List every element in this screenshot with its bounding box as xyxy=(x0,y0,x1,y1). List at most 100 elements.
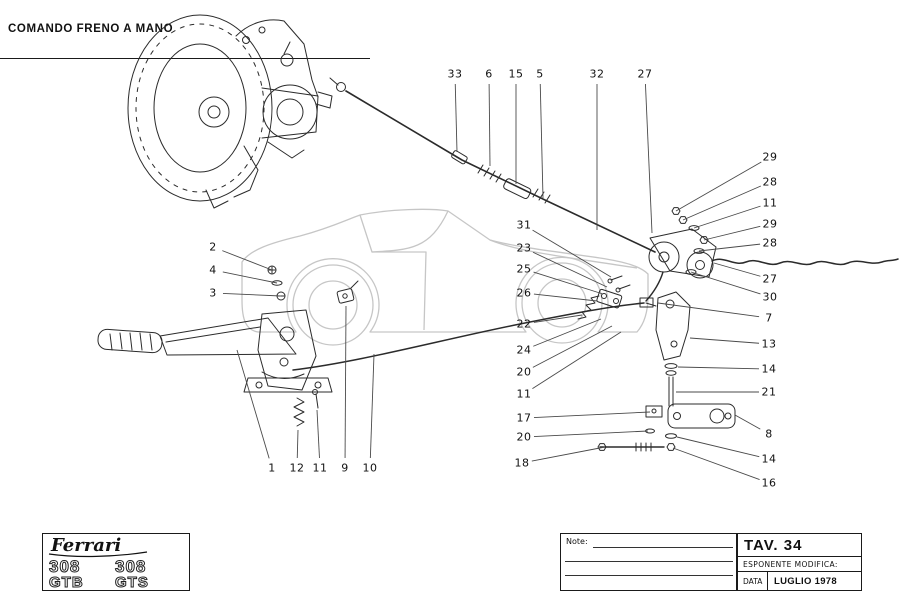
part-callout-25: 25 xyxy=(516,262,532,276)
leader-line-18 xyxy=(531,446,606,462)
part-callout-22: 22 xyxy=(516,317,532,331)
part-callout-15: 15 xyxy=(508,67,524,81)
plate-number: TAV. 34 xyxy=(744,536,803,554)
part-callout-26: 26 xyxy=(516,286,532,300)
pulley-bracket-drawing xyxy=(648,207,717,279)
note-rule-line xyxy=(565,575,733,576)
part-callout-9: 9 xyxy=(341,461,349,475)
leader-line-11 xyxy=(532,331,622,389)
leader-line-11 xyxy=(693,205,761,229)
part-callout-30: 30 xyxy=(762,290,778,304)
date-row: DATA LUGLIO 1978 xyxy=(738,572,861,590)
part-callout-29: 29 xyxy=(762,217,778,231)
part-callout-4: 4 xyxy=(209,263,217,277)
leader-line-20 xyxy=(533,430,649,437)
leader-line-11 xyxy=(316,409,320,459)
part-callout-28: 28 xyxy=(762,236,778,250)
leader-line-12 xyxy=(296,429,299,459)
revision-label: ESPONENTE MODIFICA: xyxy=(743,559,838,569)
part-callout-14: 14 xyxy=(761,452,777,466)
part-callout-6: 6 xyxy=(485,67,493,81)
leader-line-30 xyxy=(690,271,761,295)
part-callout-20: 20 xyxy=(516,430,532,444)
ferrari-script-logo: Ferrari xyxy=(50,535,121,556)
leader-line-17 xyxy=(533,411,651,418)
part-callout-11: 11 xyxy=(312,461,328,475)
plate-info-cell: TAV. 34 ESPONENTE MODIFICA: DATA LUGLIO … xyxy=(737,533,862,591)
note-cell: Note: xyxy=(560,533,737,591)
part-callout-7: 7 xyxy=(765,311,773,325)
date-value: LUGLIO 1978 xyxy=(774,575,837,587)
leader-line-25 xyxy=(533,271,604,295)
handbrake-lever-drawing xyxy=(97,265,359,427)
leader-line-26 xyxy=(533,293,598,302)
leader-line-7 xyxy=(657,302,760,318)
leader-line-5 xyxy=(539,83,544,199)
leader-line-22 xyxy=(533,314,583,323)
part-callout-18: 18 xyxy=(514,456,530,470)
part-callout-3: 3 xyxy=(209,286,217,300)
part-callout-24: 24 xyxy=(516,343,532,357)
part-callout-17: 17 xyxy=(516,411,532,425)
part-callout-16: 16 xyxy=(761,476,777,490)
part-callout-11: 11 xyxy=(516,387,532,401)
part-callout-13: 13 xyxy=(761,337,777,351)
linkage-drawing xyxy=(597,291,736,452)
leader-line-29 xyxy=(675,161,762,212)
logo-underline xyxy=(48,551,148,558)
part-callout-20: 20 xyxy=(516,365,532,379)
leader-line-27 xyxy=(644,83,653,234)
part-callout-8: 8 xyxy=(765,427,773,441)
part-callout-5: 5 xyxy=(536,67,544,81)
revision-row: ESPONENTE MODIFICA: xyxy=(738,557,861,572)
leader-line-2 xyxy=(222,250,273,271)
leader-line-31 xyxy=(532,229,612,278)
part-callout-27: 27 xyxy=(762,272,778,286)
model-gts-label: GTS xyxy=(115,574,149,589)
leader-line-10 xyxy=(369,353,375,459)
leader-lines-layer xyxy=(222,83,762,480)
part-callout-27: 27 xyxy=(637,67,653,81)
model-308-gtb-number: 308 xyxy=(49,557,80,576)
leader-line-28 xyxy=(682,185,762,221)
part-callout-33: 33 xyxy=(447,67,463,81)
leader-line-23 xyxy=(532,251,608,288)
leader-line-24 xyxy=(533,318,602,347)
leader-line-16 xyxy=(672,447,760,480)
leader-line-14 xyxy=(677,366,760,370)
leader-line-29 xyxy=(703,225,761,241)
brand-cell: Ferrari 308 308 GTB GTS xyxy=(42,533,190,592)
part-callout-21: 21 xyxy=(761,385,777,399)
leader-line-9 xyxy=(344,305,347,459)
diagram-canvas xyxy=(97,14,899,452)
part-callout-31: 31 xyxy=(516,218,532,232)
date-label: DATA xyxy=(738,572,768,590)
front-cable-drawing xyxy=(329,77,656,253)
model-308-gts-number: 308 xyxy=(115,557,146,576)
part-callout-23: 23 xyxy=(516,241,532,255)
part-callout-12: 12 xyxy=(289,461,305,475)
part-callout-11: 11 xyxy=(762,196,778,210)
part-callout-2: 2 xyxy=(209,240,217,254)
leader-line-3 xyxy=(222,292,282,297)
leader-line-8 xyxy=(734,414,761,430)
note-label: Note: xyxy=(566,537,588,546)
note-rule-line xyxy=(565,561,733,562)
leader-line-1 xyxy=(236,349,270,459)
leader-line-14 xyxy=(676,436,760,458)
leader-line-6 xyxy=(488,83,491,167)
part-callout-32: 32 xyxy=(589,67,605,81)
rear-cable-drawing xyxy=(292,258,899,371)
brake-assembly-drawing xyxy=(127,14,333,209)
car-silhouette xyxy=(241,208,649,346)
equalizer-parts-drawing xyxy=(577,275,654,320)
part-callout-14: 14 xyxy=(761,362,777,376)
drawing-title: COMANDO FRENO A MANO xyxy=(8,23,174,35)
leader-line-28 xyxy=(698,243,761,252)
part-callout-29: 29 xyxy=(762,150,778,164)
part-callout-28: 28 xyxy=(762,175,778,189)
part-callout-10: 10 xyxy=(362,461,378,475)
brand-logo: Ferrari 308 308 GTB GTS xyxy=(48,535,149,592)
